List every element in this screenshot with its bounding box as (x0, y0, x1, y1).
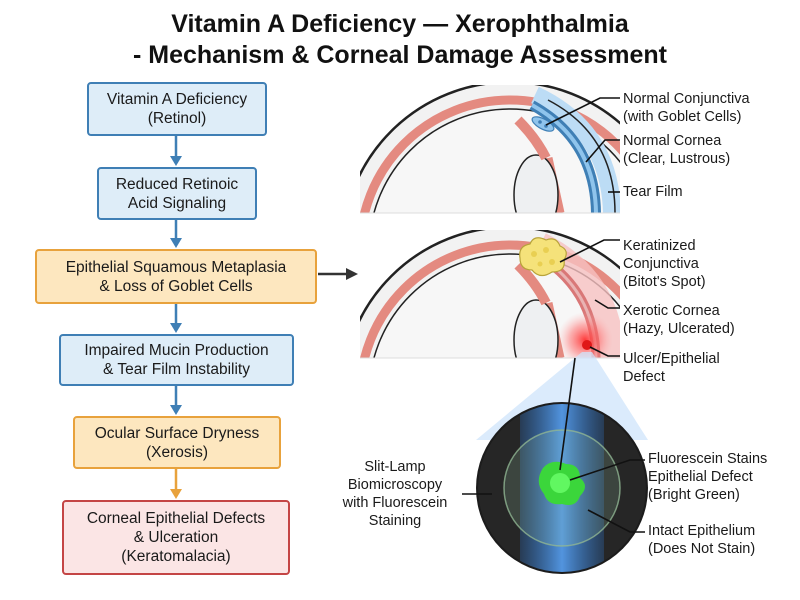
label-line: Staining (368, 513, 422, 529)
label-line: (with Goblet Cells) (623, 109, 742, 125)
flow-box-line: Ocular Surface Dryness (94, 424, 260, 442)
damaged-eye-leaders (559, 239, 620, 357)
label-line: Intact Epithelium (648, 523, 756, 539)
flow-box-line: Reduced Retinoic (115, 175, 239, 193)
flow-box-squamous-metaplasia: Epithelial Squamous Metaplasia & Loss of… (35, 249, 317, 304)
flow-box-line: (Keratomalacia) (121, 548, 231, 565)
label-normal-conjunctiva: Normal Conjunctiva (with Goblet Cells) (623, 90, 750, 126)
label-line: Fluorescein Stains (648, 451, 768, 467)
flow-arrows (170, 136, 182, 499)
label-line: (Clear, Lustrous) (623, 151, 731, 167)
flow-box-line: Impaired Mucin Production (84, 342, 269, 359)
label-slit-lamp: Slit-Lamp Biomicroscopy with Fluorescein… (332, 458, 458, 530)
slit-lamp-view (476, 402, 648, 574)
flow-box-retinoic-acid: Reduced Retinoic Acid Signaling (97, 167, 257, 220)
flow-box-line: Corneal Epithelial Defects (86, 510, 266, 527)
label-line: Normal Cornea (623, 133, 722, 149)
flow-arrow-5 (170, 469, 182, 499)
label-tear-film: Tear Film (623, 183, 683, 201)
slit-lamp-leaders (462, 357, 645, 533)
label-line: Tear Film (623, 184, 683, 200)
label-line: (Bitot's Spot) (623, 274, 706, 290)
label-line: with Fluorescein (342, 495, 448, 511)
flow-box-line: & Loss of Goblet Cells (99, 277, 253, 295)
flow-box-corneal-ulceration: Corneal Epithelial Defects & Ulceration … (62, 500, 290, 575)
label-fluorescein-stain: Fluorescein Stains Epithelial Defect (Br… (648, 450, 767, 504)
damaged-eye-illustration (360, 230, 620, 358)
flow-box-mucin-production: Impaired Mucin Production & Tear Film In… (59, 334, 294, 386)
flow-box-vitamin-a-deficiency: Vitamin A Deficiency (Retinol) (87, 82, 267, 136)
label-line: Slit-Lamp (364, 459, 426, 475)
label-keratinized-conjunctiva: Keratinized Conjunctiva (Bitot's Spot) (623, 237, 706, 291)
flow-box-line: Acid Signaling (127, 194, 227, 212)
label-line: Defect (623, 369, 665, 385)
flow-arrow-3 (170, 304, 182, 333)
flow-arrow-4 (170, 386, 182, 415)
label-normal-cornea: Normal Cornea (Clear, Lustrous) (623, 132, 730, 168)
label-line: Conjunctiva (623, 256, 699, 272)
label-line: Epithelial Defect (648, 469, 753, 485)
flow-box-line: Vitamin A Deficiency (106, 91, 248, 108)
title-line-2: - Mechanism & Corneal Damage Assessment (133, 41, 667, 69)
flow-arrow-2 (170, 220, 182, 248)
arrow-to-damaged-eye (318, 268, 358, 280)
label-line: Normal Conjunctiva (623, 91, 750, 107)
title-line-1: Vitamin A Deficiency — Xerophthalmia (171, 10, 629, 38)
flow-box-line: & Ulceration (133, 529, 219, 546)
label-line: (Hazy, Ulcerated) (623, 321, 735, 337)
label-line: (Does Not Stain) (648, 541, 756, 557)
label-line: Xerotic Cornea (623, 303, 720, 319)
flow-arrow-1 (170, 136, 182, 166)
flow-box-line: (Xerosis) (145, 443, 208, 461)
flow-box-line: & Tear Film Instability (102, 361, 250, 378)
label-line: (Bright Green) (648, 487, 740, 503)
label-line: Keratinized (623, 238, 696, 254)
flow-box-line: (Retinol) (147, 110, 207, 127)
label-xerotic-cornea: Xerotic Cornea (Hazy, Ulcerated) (623, 302, 735, 338)
normal-eye-leaders (545, 97, 620, 193)
flow-box-line: Epithelial Squamous Metaplasia (65, 258, 287, 276)
label-line: Ulcer/Epithelial (623, 351, 720, 367)
label-ulcer-defect: Ulcer/Epithelial Defect (623, 350, 720, 386)
label-line: Biomicroscopy (347, 477, 443, 493)
flow-box-ocular-dryness: Ocular Surface Dryness (Xerosis) (73, 416, 281, 469)
label-intact-epithelium: Intact Epithelium (Does Not Stain) (648, 522, 755, 558)
normal-eye-illustration (360, 85, 620, 213)
